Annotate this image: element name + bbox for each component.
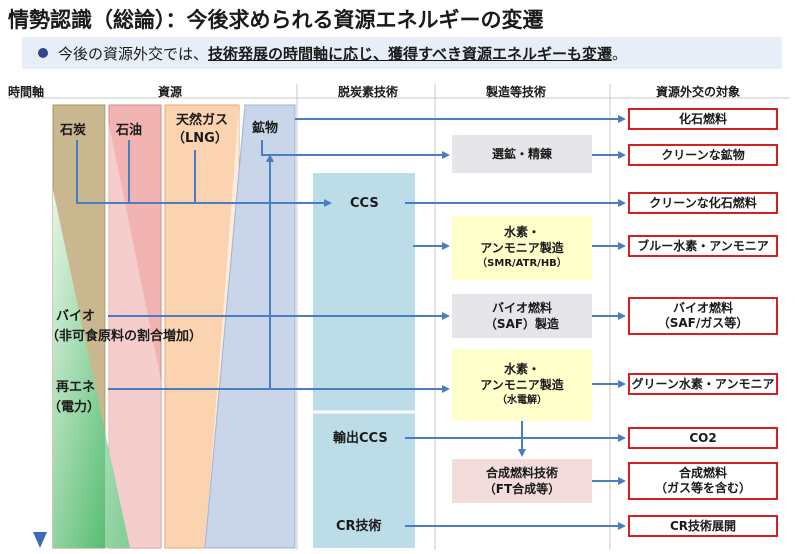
- target-biofuel: バイオ燃料 （SAF/ガス等）: [628, 297, 778, 335]
- synth-box-line1: 合成燃料技術: [485, 466, 558, 480]
- target-synth-line2: （ガス等を含む）: [654, 481, 751, 495]
- target-green-h2: グリーン水素・アンモニア: [628, 373, 778, 395]
- renew-label-line1: 再エネ: [56, 380, 96, 395]
- h2-smr-line1: 水素・: [503, 225, 540, 239]
- h2-elec-box: 水素・ アンモニア製造 （水電解）: [452, 349, 592, 421]
- summary-prefix: 今後の資源外交では、: [58, 45, 209, 63]
- header-time-axis: 時間軸: [8, 85, 45, 99]
- target-blue-h2: ブルー水素・アンモニア: [628, 235, 778, 257]
- minerals-column: [204, 104, 296, 549]
- target-fossil: 化石燃料: [628, 108, 778, 130]
- renew-label-line2: （電力）: [48, 400, 101, 415]
- h2-smr-line3: （SMR/ATR/HB）: [477, 258, 567, 269]
- ore-box: 選鉱・精錬: [452, 135, 592, 173]
- bio-label-line2: （非可食原料の割合増加）: [46, 329, 203, 344]
- header-manufacturing: 製造等技術: [486, 85, 547, 99]
- bio-box-bg: [452, 294, 592, 338]
- bio-box-line1: バイオ燃料: [491, 301, 552, 315]
- ore-box-label: 選鉱・精錬: [491, 147, 552, 161]
- h2-smr-line2: アンモニア製造: [480, 241, 564, 255]
- h2-elec-line2: アンモニア製造: [480, 378, 564, 392]
- synth-box-bg: [452, 459, 592, 503]
- bullet-icon: [38, 48, 48, 58]
- h2-smr-box: 水素・ アンモニア製造 （SMR/ATR/HB）: [452, 216, 592, 280]
- ccs-label: CCS: [350, 196, 379, 211]
- target-synth-line1: 合成燃料: [678, 466, 727, 480]
- cr-label: CR技術: [336, 519, 382, 534]
- header-targets: 資源外交の対象: [656, 85, 741, 99]
- summary-banner: [22, 37, 782, 69]
- target-clean-fossil: クリーンな化石燃料: [628, 192, 778, 214]
- header-resources: 資源: [158, 85, 183, 99]
- bio-box: バイオ燃料 （SAF）製造: [452, 294, 592, 338]
- ore-box-bg: [452, 135, 592, 173]
- renewables-wedge: [53, 190, 130, 548]
- summary-text: 今後の資源外交では、技術発展の時間軸に応じ、獲得すべき資源エネルギーも変遷。: [58, 43, 627, 64]
- h2-smr-box-bg: [452, 216, 592, 280]
- bio-label-line1: バイオ: [56, 309, 96, 324]
- bio-box-line2: （SAF）製造: [484, 317, 560, 331]
- target-biofuel-line1: バイオ燃料: [672, 301, 733, 315]
- h2-elec-line3: （水電解）: [497, 395, 547, 406]
- h2-elec-box-bg: [452, 349, 592, 421]
- page-title: 情勢認識（総論）：今後求められる資源エネルギーの変遷: [8, 8, 544, 32]
- target-biofuel-line2: （SAF/ガス等）: [657, 316, 749, 330]
- summary-emphasis: 技術発展の時間軸に応じ、獲得すべき資源エネルギーも変遷: [208, 45, 612, 63]
- export-ccs-label: 輸出CCS: [333, 431, 388, 446]
- h2-elec-line1: 水素・: [503, 362, 540, 376]
- target-synth-fuel: 合成燃料 （ガス等を含む）: [628, 462, 778, 500]
- summary-suffix: 。: [611, 45, 627, 63]
- target-co2: CO2: [628, 427, 778, 449]
- gas-label-line1: 天然ガス: [176, 113, 229, 128]
- minerals-label: 鉱物: [252, 121, 279, 136]
- gas-label-line2: （LNG）: [172, 131, 228, 146]
- target-clean-mineral: クリーンな鉱物: [628, 144, 778, 166]
- header-decarbonization: 脱炭素技術: [338, 85, 399, 99]
- oil-column: [108, 104, 162, 549]
- synth-box-line2: （FT合成等）: [483, 482, 561, 496]
- target-cr-dev: CR技術展開: [628, 515, 778, 537]
- oil-label: 石油: [116, 123, 143, 138]
- ccs-column: [313, 173, 415, 548]
- coal-label: 石炭: [60, 123, 87, 138]
- synth-box: 合成燃料技術 （FT合成等）: [452, 459, 592, 503]
